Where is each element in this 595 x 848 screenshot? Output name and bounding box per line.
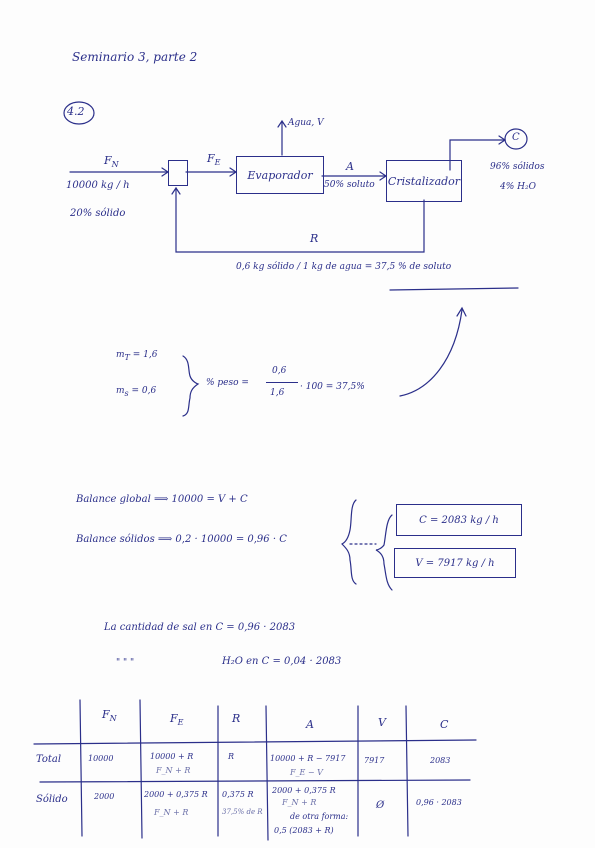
balance-solids: Balance sólidos ⟹ 0,2 · 10000 = 0,96 · C (76, 534, 287, 545)
th-fe: FE (170, 712, 184, 728)
c-water: 4% H₂O (500, 182, 536, 192)
balance-global: Balance global ⟹ 10000 = V + C (76, 494, 248, 505)
row-total-label: Total (36, 754, 62, 765)
salt-line-1: La cantidad de sal en C = 0,96 · 2083 (104, 622, 296, 633)
evaporator-box: Evaporador (236, 156, 324, 194)
solid-r: 0,375 R (222, 790, 254, 799)
th-c: C (440, 718, 449, 731)
solid-a-note: F_N + R (282, 798, 317, 807)
solid-fn: 2000 (94, 792, 115, 801)
r-label: R (310, 232, 319, 245)
pct-result: · 100 = 37,5% (300, 382, 365, 392)
th-r: R (232, 712, 241, 725)
frac-num: 0,6 (272, 366, 287, 376)
total-a: 10000 + R − 7917 (270, 754, 346, 763)
result-c-box: C = 2083 kg / h (396, 504, 522, 536)
solid-a-extra2: 0,5 (2083 + R) (274, 826, 334, 835)
solid-c: 0,96 · 2083 (416, 798, 462, 807)
a-label: A (346, 160, 354, 173)
result-v-box: V = 7917 kg / h (394, 548, 516, 578)
fe-label: FE (207, 152, 221, 168)
salt-ditto: " " " (116, 658, 135, 668)
total-r: R (228, 752, 235, 761)
solid-r-note: 37,5% de R (222, 808, 263, 816)
total-v: 7917 (364, 756, 385, 765)
page-title: Seminario 3, parte 2 (72, 50, 198, 64)
a-solute: 50% soluto (324, 180, 375, 190)
solid-a-extra: de otra forma: (290, 812, 349, 821)
mixer-box (168, 160, 188, 186)
frac-bar (266, 382, 298, 383)
pct-label: % peso = (206, 378, 249, 388)
th-v: V (378, 716, 386, 729)
fn-solid: 20% sólido (70, 208, 126, 219)
c-solids: 96% sólidos (490, 162, 545, 172)
fn-flow: 10000 kg / h (66, 180, 130, 191)
row-solid-label: Sólido (36, 794, 68, 805)
th-fn: FN (102, 708, 117, 724)
ms-line: ms = 0,6 (116, 386, 157, 398)
total-fe-note: F_N + R (156, 766, 191, 775)
r-note: 0,6 kg sólido / 1 kg de agua = 37,5 % de… (236, 262, 452, 272)
solid-fe-note: F_N + R (154, 808, 189, 817)
c-label: C (512, 132, 520, 143)
problem-number: 4.2 (67, 105, 85, 118)
frac-den: 1,6 (270, 388, 285, 398)
salt-line-2: H₂O en C = 0,04 · 2083 (222, 656, 342, 667)
crystallizer-box: Cristalizador (386, 160, 462, 202)
th-a: A (306, 718, 314, 731)
mt-line: mT = 1,6 (116, 350, 158, 362)
total-a-note: F_E − V (290, 768, 323, 777)
total-fn: 10000 (88, 754, 114, 763)
solid-v: Ø (376, 800, 385, 811)
solid-a: 2000 + 0,375 R (272, 786, 336, 795)
water-label: Agua, V (288, 118, 324, 128)
total-fe: 10000 + R (150, 752, 194, 761)
total-c: 2083 (430, 756, 451, 765)
solid-fe: 2000 + 0,375 R (144, 790, 208, 799)
fn-label: FN (104, 154, 119, 170)
